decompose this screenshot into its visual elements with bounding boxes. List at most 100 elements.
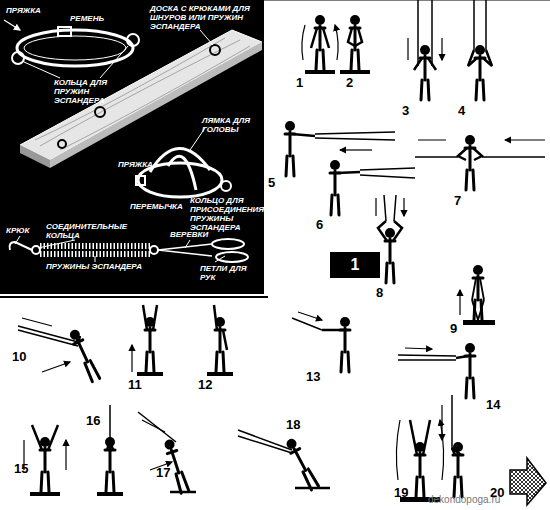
part-label: ПРЯЖКА [118,160,158,169]
drawing-stroke [376,198,404,216]
drawing-stroke [418,139,545,140]
callout-number: 18 [286,418,310,432]
callout-number: 8 [376,286,400,300]
drawing-stroke [315,15,325,70]
callout-number: 15 [14,462,38,476]
drawing-stroke [30,492,60,496]
drawing-stroke [50,42,262,168]
drawing-stroke [472,278,484,320]
drawing-stroke [340,70,370,74]
drawing-stroke [431,0,433,66]
drawing-stroke [200,30,213,45]
drawing-stroke [285,121,295,176]
drawing-stroke [216,252,248,262]
drawing-stroke [18,326,78,346]
callout-number: 2 [346,76,370,90]
drawing-stroke [68,328,100,382]
drawing-stroke [398,355,456,360]
drawing-stroke [40,437,50,492]
drawing-stroke [131,345,132,372]
callout-number: 10 [12,350,36,364]
drawing-stroke [143,305,157,330]
part-label: РЕМЕНЬ [70,14,130,23]
callout-number: 7 [454,194,478,208]
drawing-stroke [0,296,268,298]
part-label: ПРЯЖКА [6,6,66,15]
drawing-stroke [107,440,113,450]
drawing-stroke [292,134,315,136]
drawing-stroke [330,160,340,215]
section-badge: 1 [330,252,380,278]
drawing-stroke [150,148,210,190]
drawing-stroke [337,172,360,173]
part-label: ПЕРЕМЫЧКА [130,202,190,211]
drawing-stroke [295,487,330,490]
drawing-stroke [207,372,233,376]
callout-number: 14 [486,398,510,412]
callout-number: 11 [128,378,152,392]
drawing-stroke [58,27,71,36]
part-label: КРЮК [6,226,46,235]
callout-number: 3 [402,104,426,118]
callout-number: 4 [458,104,482,118]
drawing-stroke [142,420,172,470]
callout-number: 13 [306,370,330,384]
drawing-stroke [24,440,66,470]
callout-number: 6 [316,218,340,232]
drawing-stroke [408,38,442,60]
drawing-stroke [315,132,395,140]
part-label: ВЕРЕВКИ [170,230,220,239]
drawing-stroke [340,149,372,150]
drawing-stroke [485,0,487,50]
drawing-stroke [410,420,430,455]
drawing-stroke [78,336,80,344]
drawing-stroke [285,437,320,490]
part-label: ЛЯМКА ДЛЯ ГОЛОВЫ [202,116,257,134]
drawing-stroke [451,395,453,450]
drawing-stroke [378,221,402,241]
callout-number: 9 [450,322,474,336]
drawing-stroke [452,448,461,455]
drawing-stroke [463,320,495,325]
drawing-stroke [465,135,475,190]
drawing-stroke [24,46,128,78]
drawing-stroke [340,317,350,372]
drawing-stroke [214,305,227,350]
drawing-stroke [415,156,545,158]
drawing-stroke [350,15,360,70]
drawing-stroke [4,20,20,30]
drawing-stroke [210,45,220,55]
drawing-stroke [0,0,550,1]
part-label: ПРУЖИНЫ ЭСПАНДЕРА [46,262,166,271]
drawing-stroke [58,140,66,148]
drawing-stroke [138,412,176,442]
drawing-stroke [292,318,322,330]
drawing-stroke [32,425,58,450]
drawing-stroke [105,437,115,492]
drawing-stroke [20,145,50,168]
drawing-stroke [384,195,396,221]
drawing-stroke [417,0,419,66]
drawing-stroke [127,34,139,46]
drawing-stroke [475,45,485,100]
watermark: dekondopoga.ru [428,494,528,505]
part-label: КОЛЬЦА ДЛЯ ПРУЖИН ЭСПАНДЕРА [54,78,112,105]
drawing-stroke [396,420,443,480]
drawing-stroke [109,405,111,440]
drawing-stroke [170,491,196,494]
callout-number: 16 [86,414,110,428]
drawing-stroke [22,318,70,372]
drawing-stroke [95,107,105,117]
drawing-stroke [302,25,338,60]
part-label: СОЕДИНИТЕЛЬНЫЕ КОЛЬЦА [46,222,126,240]
callout-number: 5 [268,176,292,190]
drawing-stroke [473,0,475,50]
drawing-stroke [385,228,395,283]
drawing-stroke [212,239,244,249]
drawing-stroke [322,329,343,332]
drawing-stroke [311,28,329,48]
drawing-stroke [456,356,468,358]
drawing-stroke [158,244,212,256]
drawing-stroke [405,348,432,349]
